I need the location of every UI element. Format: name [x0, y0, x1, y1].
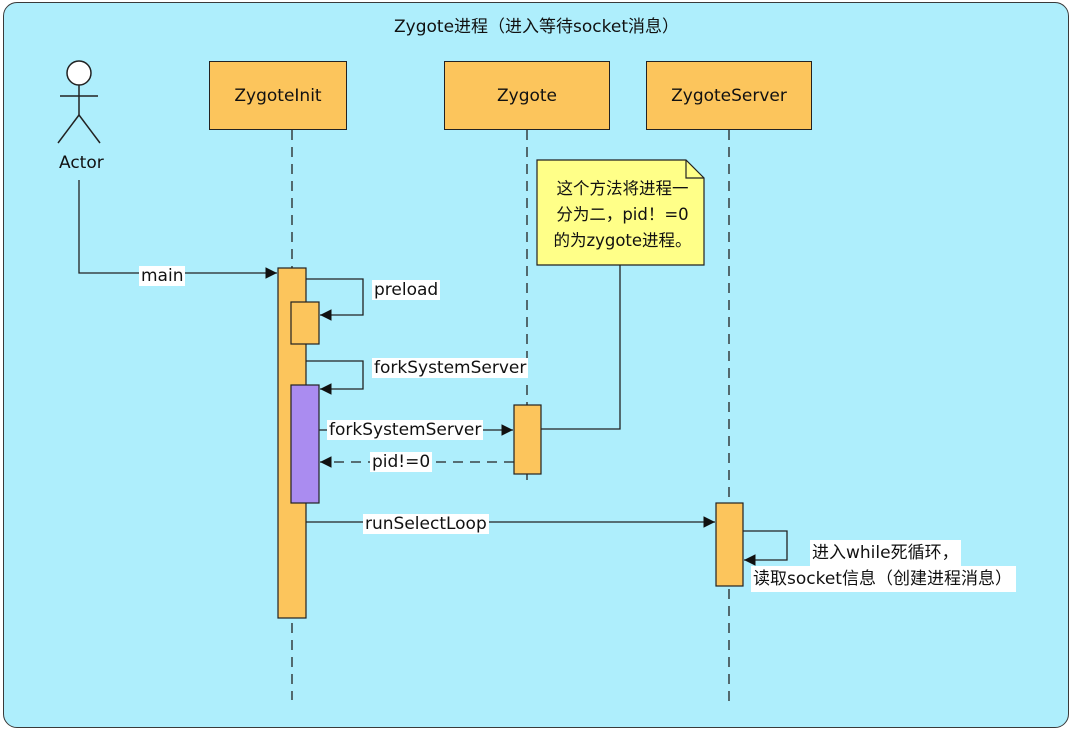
note-line: 这个方法将进程一: [556, 179, 689, 198]
fork-self-message-label: forkSystemServer: [372, 358, 529, 378]
note-text: 这个方法将进程一 分为二，pid！=0 的为zygote进程。: [545, 176, 700, 254]
lifeline-zygote-server[interactable]: ZygoteServer: [646, 61, 812, 130]
run-select-loop-label: runSelectLoop: [363, 514, 489, 534]
preload-activation: [290, 301, 320, 345]
note-fold: [685, 160, 704, 179]
note-connector: [541, 265, 621, 430]
main-message-label: main: [139, 266, 186, 286]
lifeline-label: Zygote: [496, 85, 558, 106]
fork-self-arrow: [306, 360, 364, 395]
fork-call-message-label: forkSystemServer: [327, 420, 484, 440]
frame-title: Zygote进程（进入等待socket消息）: [394, 17, 679, 37]
pid-return-label: pid!=0: [370, 452, 433, 472]
note-line: 的为zygote进程。: [553, 231, 692, 250]
loop-self-arrow: [743, 530, 788, 566]
note-line: 分为二，pid！=0: [556, 205, 689, 224]
lifeline-zygote[interactable]: Zygote: [444, 61, 610, 130]
loop-label-line1: 进入while死循环，: [810, 540, 961, 566]
preload-self-arrow: [306, 278, 364, 321]
preload-message-label: preload: [372, 280, 441, 300]
actor-figure: [57, 60, 101, 144]
main-message-arrow: [78, 180, 277, 279]
actor-label: Actor: [59, 153, 104, 173]
fork-nested-activation: [290, 384, 320, 504]
lifeline-label: ZygoteInit: [234, 85, 322, 106]
lifeline-label: ZygoteServer: [671, 85, 787, 106]
loop-label-line2: 读取socket信息（创建进程消息）: [751, 566, 1016, 592]
lifeline-zygote-init[interactable]: ZygoteInit: [209, 61, 347, 130]
note-shape: [536, 159, 705, 266]
zygote-server-activation: [715, 502, 744, 587]
zygote-activation: [513, 404, 542, 475]
